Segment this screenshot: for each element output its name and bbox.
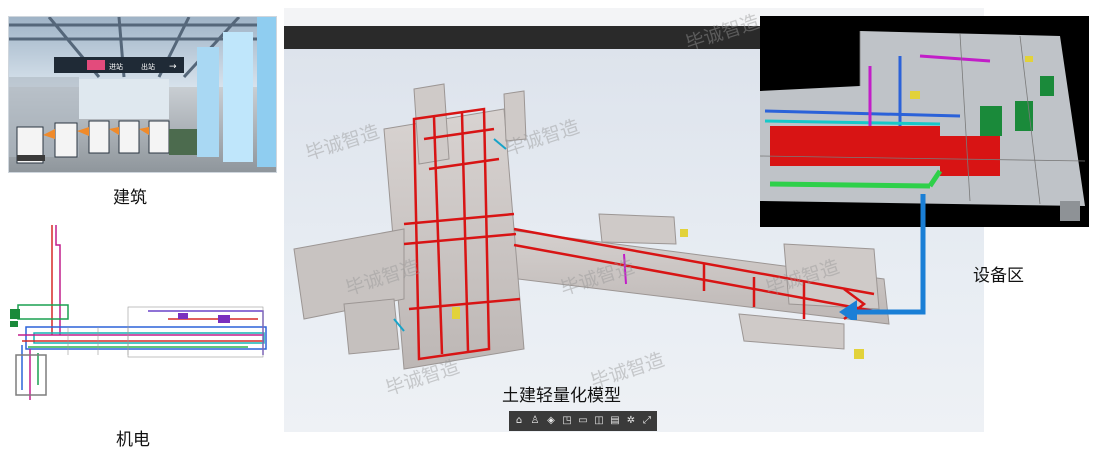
layers-icon[interactable]: ▤ [610,415,620,426]
building-render-thumbnail: 进站 出站 → [8,16,277,173]
person-icon[interactable]: ♙ [530,415,540,426]
building-render-image: 进站 出站 → [9,17,276,172]
mep-drawing-thumbnail [8,215,270,413]
connector-arrow [839,194,926,320]
fullscreen-icon[interactable]: ⤢ [643,415,651,426]
gate-sign-left: 进站 [109,62,123,71]
measure-icon[interactable]: ◈ [547,415,555,426]
viewer-canvas[interactable] [284,49,984,432]
settings-icon[interactable]: ✲ [626,415,636,426]
equipment-area-inset [760,16,1089,227]
explode-icon[interactable]: ◫ [594,415,604,426]
mep-label: 机电 [116,430,150,450]
home-icon[interactable]: ⌂ [515,415,523,426]
model-viewer[interactable]: 毕诚智造 毕诚智造 毕诚智造 毕诚智造 毕诚智造 毕诚智造 毕诚智造 毕诚智造 [284,8,984,432]
equipment-area-label: 设备区 [973,266,1024,286]
building-label: 建筑 [113,188,147,208]
viewer-toolbar: ⌂ ♙ ◈ ◳ ▭ ◫ ▤ ✲ ⤢ [509,411,657,431]
ruler-icon[interactable]: ▭ [578,415,588,426]
section-icon[interactable]: ◳ [562,415,572,426]
mep-plan-image [10,225,267,400]
gate-sign-right: 出站 [141,62,155,71]
equipment-room-render [760,16,1089,227]
station-lightweight-model [293,83,890,370]
lightweight-model-label: 土建轻量化模型 [502,386,621,406]
svg-text:→: → [169,62,177,72]
